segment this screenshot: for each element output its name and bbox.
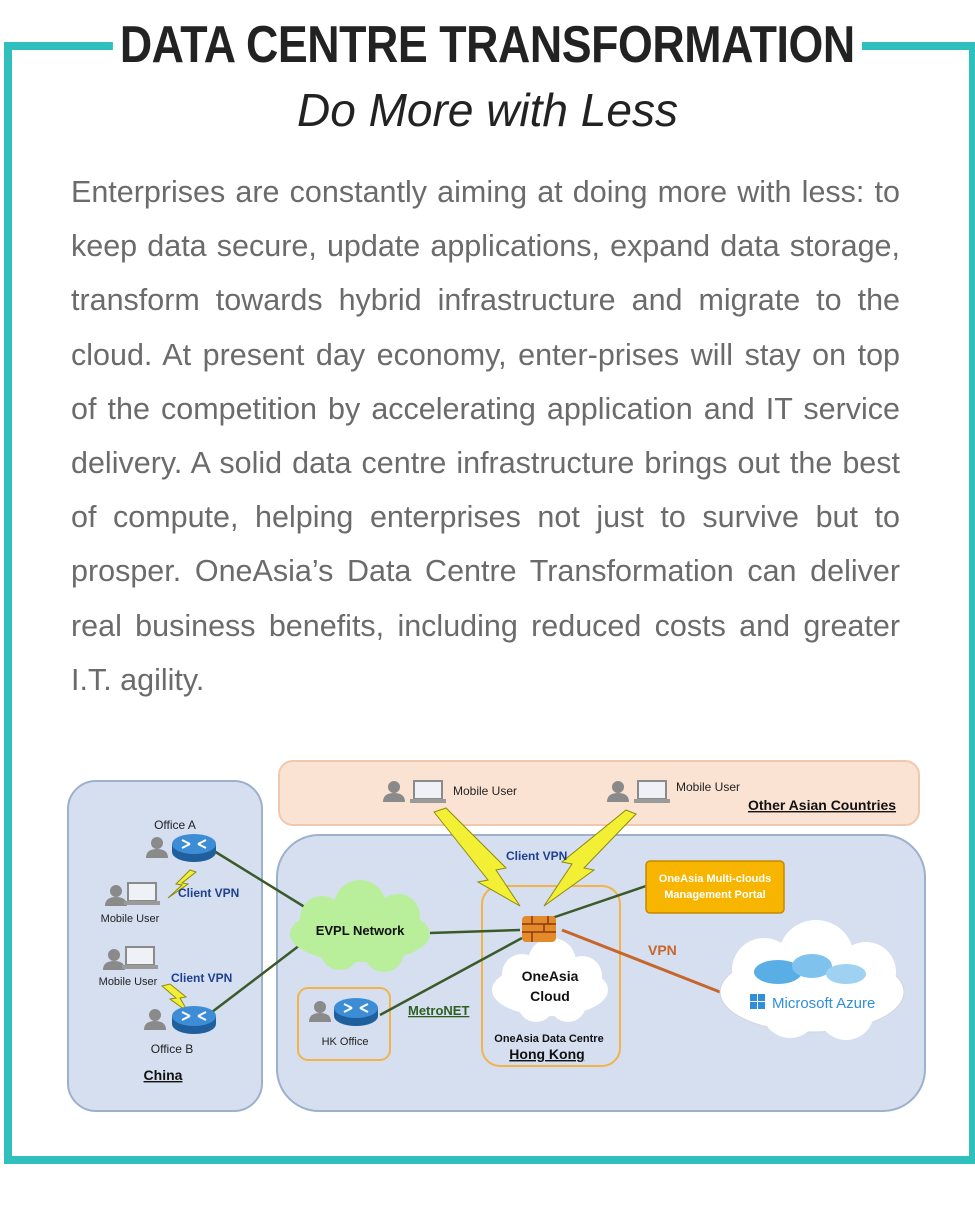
oneasia-cloud-label-1: OneAsia — [522, 968, 579, 984]
firewall-icon — [522, 916, 556, 942]
client-vpn-china-1-label: Client VPN — [178, 886, 239, 900]
mobile-user-asia-2-label: Mobile User — [676, 780, 740, 794]
other-asia-label: Other Asian Countries — [748, 797, 896, 813]
evpl-label: EVPL Network — [316, 923, 405, 938]
link-hk-firewall — [379, 936, 523, 1017]
mobile-user-china-1-label: Mobile User — [101, 913, 160, 925]
page-subtitle: Do More with Less — [297, 84, 678, 136]
link-officeB-evpl — [211, 944, 301, 1013]
title-wrap: DATA CENTRE TRANSFORMATION — [0, 14, 975, 76]
link-vpn-azure — [561, 928, 721, 994]
lightning-mobile-1 — [433, 807, 521, 907]
portal-label-1: OneAsia Multi-clouds — [659, 873, 771, 885]
datacentre-label-2: Hong Kong — [509, 1046, 584, 1062]
link-officeA-evpl — [213, 849, 317, 916]
region-other-asia — [278, 760, 920, 826]
portal-label-2: Management Portal — [664, 889, 765, 901]
body-paragraph: Enterprises are constantly aiming at doi… — [71, 175, 900, 697]
laptop-mobile-china-2-icon — [121, 946, 159, 970]
oneasia-cloud-label-2: Cloud — [530, 988, 570, 1004]
vpn-label: VPN — [648, 942, 677, 958]
client-vpn-asia-label: Client VPN — [506, 849, 567, 863]
link-evpl-firewall — [429, 928, 521, 935]
hk-office-box — [297, 987, 391, 1061]
office-a-label: Office A — [154, 818, 196, 832]
client-vpn-china-2-label: Client VPN — [171, 971, 232, 985]
lightning-officeA — [167, 869, 198, 899]
mobile-user-asia-1-label: Mobile User — [453, 784, 517, 798]
lightning-officeB — [160, 983, 189, 1013]
datacentre-label-1: OneAsia Data Centre — [494, 1033, 603, 1045]
mobile-user-china-2-label: Mobile User — [99, 976, 158, 988]
laptop-mobile-asia-1-icon — [409, 780, 447, 804]
office-b-label: Office B — [151, 1042, 193, 1056]
page-title: DATA CENTRE TRANSFORMATION — [113, 14, 862, 76]
evpl-cloud-icon — [290, 880, 430, 972]
china-label: China — [144, 1067, 183, 1083]
oneasia-cloud-icon — [492, 938, 608, 1022]
router-hk-icon — [333, 997, 379, 1027]
hk-office-label: HK Office — [322, 1036, 369, 1048]
metronet-label: MetroNET — [408, 1003, 469, 1018]
link-firewall-portal — [551, 884, 647, 920]
azure-cloud-icon — [719, 920, 905, 1040]
laptop-mobile-china-1-icon — [123, 882, 161, 906]
portal-box — [645, 860, 785, 914]
azure-label: Microsoft Azure — [772, 995, 875, 1012]
datacentre-box — [481, 885, 621, 1067]
lightning-mobile-2 — [543, 809, 637, 907]
laptop-mobile-asia-2-icon — [633, 780, 671, 804]
router-office-b-icon — [171, 1005, 217, 1035]
router-office-a-icon — [171, 833, 217, 863]
